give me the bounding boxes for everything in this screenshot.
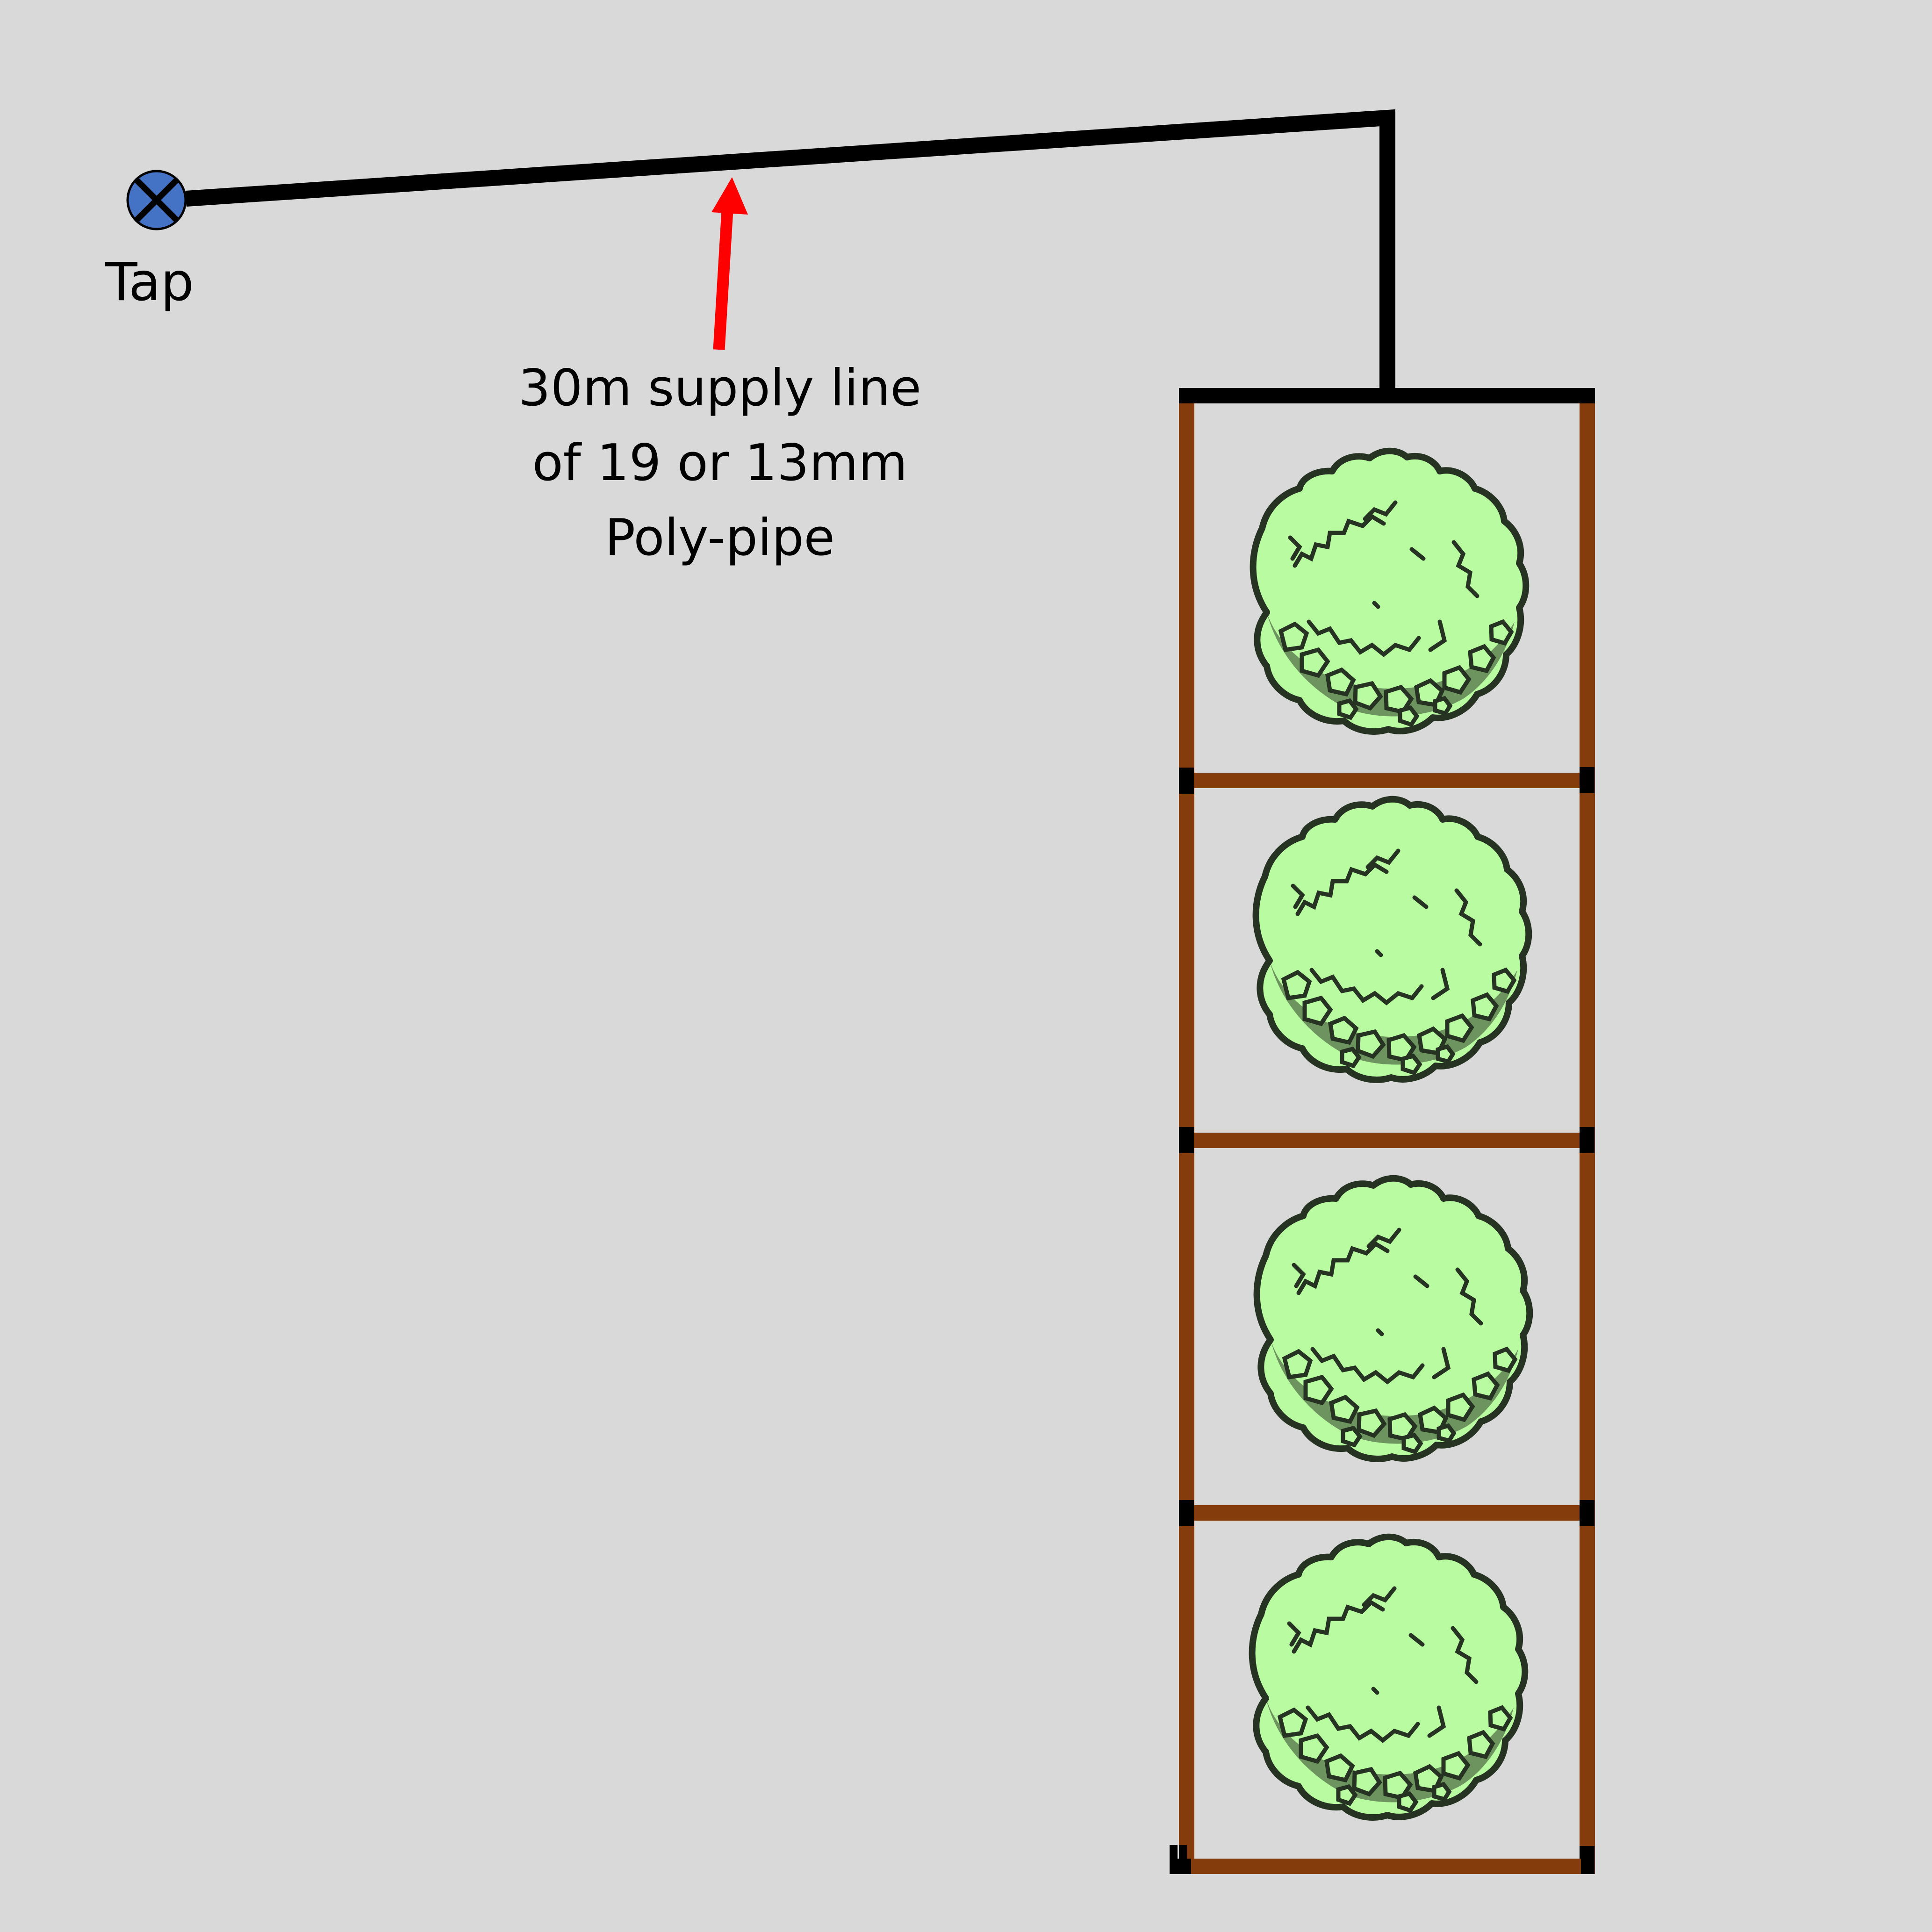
tee-connector: [1580, 1500, 1594, 1526]
valve-tap-icon: [126, 170, 187, 230]
tee-connector: [1179, 1500, 1194, 1526]
elbow-connector-left: [1179, 1845, 1191, 1874]
supply-line: [185, 109, 1395, 395]
tee-connector: [1179, 1127, 1194, 1153]
supply-line-annotation-line-2: of 19 or 13mm: [532, 434, 908, 492]
supply-line-annotation-line-3: Poly-pipe: [605, 509, 835, 567]
annotation-arrow-icon: [711, 177, 748, 350]
tee-connector: [1580, 1127, 1594, 1153]
garden-bed-frame: [1170, 388, 1595, 1874]
bed-divider-1: [1193, 773, 1580, 788]
elbow-connector-right: [1580, 1846, 1594, 1874]
plant-4: [1252, 1537, 1525, 1817]
plant-1: [1253, 451, 1526, 732]
tap-label: Tap: [105, 252, 194, 313]
bed-divider-2: [1193, 1133, 1580, 1148]
tee-connector: [1179, 768, 1194, 794]
plant-3: [1257, 1178, 1530, 1459]
plant-2: [1256, 799, 1529, 1080]
supply-line-annotation-line-1: 30m supply line: [518, 359, 921, 417]
bed-divider-3: [1193, 1505, 1580, 1521]
header-pipe: [1179, 388, 1595, 403]
tee-connector: [1580, 767, 1594, 793]
bed-bottom: [1181, 1859, 1595, 1874]
elbow-connector: [1170, 1845, 1181, 1874]
